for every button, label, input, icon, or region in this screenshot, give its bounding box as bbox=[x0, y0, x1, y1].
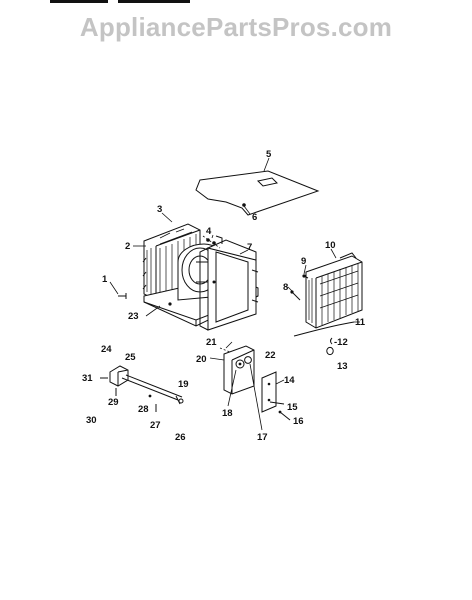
part-label-28: 28 bbox=[138, 404, 149, 415]
part-label-26: 26 bbox=[175, 432, 186, 443]
part-label-4: 4 bbox=[206, 226, 212, 237]
mounting-plate bbox=[261, 371, 277, 413]
tube-11 bbox=[293, 321, 355, 337]
grommet-12 bbox=[330, 337, 333, 345]
part-label-18: 18 bbox=[222, 408, 233, 419]
screw-15 bbox=[269, 401, 285, 405]
nut-13 bbox=[326, 346, 334, 356]
screw-16 bbox=[278, 410, 291, 421]
part-label-30: 30 bbox=[86, 415, 97, 426]
part-label-23: 23 bbox=[128, 311, 139, 322]
part-label-9: 9 bbox=[301, 256, 306, 267]
part-label-24: 24 bbox=[101, 344, 112, 355]
screw-1 bbox=[118, 293, 127, 299]
screws-4 bbox=[202, 235, 223, 249]
partition-box bbox=[199, 239, 259, 331]
leader-lines bbox=[109, 157, 360, 431]
watermark-text: AppliancePartsPros.com bbox=[79, 12, 393, 42]
header-rule-left bbox=[50, 0, 108, 3]
part-label-1: 1 bbox=[102, 274, 108, 285]
part-label-10: 10 bbox=[325, 240, 336, 251]
part-label-31: 31 bbox=[82, 373, 93, 384]
screw-8 bbox=[290, 290, 301, 301]
part-label-2: 2 bbox=[125, 241, 130, 252]
header-rule-right bbox=[118, 0, 190, 3]
part-label-19: 19 bbox=[178, 379, 189, 390]
part-label-15: 15 bbox=[287, 402, 298, 413]
screw-28 bbox=[148, 394, 152, 398]
thermostat-bracket bbox=[100, 365, 129, 396]
top-cover-plate bbox=[195, 170, 320, 216]
control-bracket bbox=[219, 345, 255, 395]
part-label-22: 22 bbox=[265, 350, 276, 361]
part-label-29: 29 bbox=[108, 397, 119, 408]
part-label-11: 11 bbox=[355, 317, 366, 328]
part-label-13: 13 bbox=[337, 361, 348, 372]
part-label-7: 7 bbox=[247, 242, 252, 253]
part-label-5: 5 bbox=[266, 149, 272, 160]
part-label-16: 16 bbox=[293, 416, 304, 427]
part-label-17: 17 bbox=[257, 432, 268, 443]
part-label-21: 21 bbox=[206, 337, 217, 348]
part-label-14: 14 bbox=[284, 375, 295, 386]
control-rod bbox=[121, 374, 184, 405]
part-label-8: 8 bbox=[283, 282, 288, 293]
part-labels: 5 6 3 4 2 7 1 23 10 9 8 11 -12 13 21 20 … bbox=[82, 149, 366, 443]
part-label-3: 3 bbox=[157, 204, 162, 215]
part-label-27: 27 bbox=[150, 420, 161, 431]
part-label-25: 25 bbox=[125, 352, 136, 363]
screw-9 bbox=[302, 274, 309, 279]
evaporator-coil bbox=[305, 252, 363, 329]
part-label-6: 6 bbox=[252, 212, 257, 223]
part-label-12: -12 bbox=[334, 337, 348, 348]
part-label-20: 20 bbox=[196, 354, 207, 365]
